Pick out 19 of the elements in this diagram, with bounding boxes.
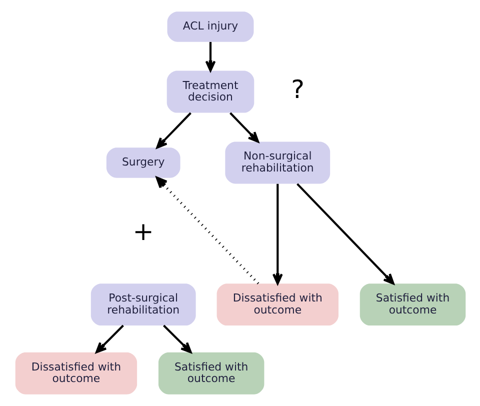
- arrow: [272, 184, 282, 285]
- arrow: [229, 112, 259, 143]
- node-box: Post-surgical rehabilitation: [90, 284, 196, 326]
- node-box: Dissatisfied with outcome: [14, 352, 137, 394]
- label: +: [132, 216, 154, 246]
- arrow: [156, 112, 191, 149]
- arrow: [162, 324, 192, 354]
- node-box: Satisfied with outcome: [158, 352, 264, 394]
- node-box: Surgery: [106, 148, 180, 178]
- arrow: [204, 42, 216, 72]
- label: ?: [290, 75, 304, 104]
- arrow: [296, 183, 394, 285]
- node-box: Dissatisfied with outcome: [216, 284, 338, 326]
- node-box: Treatment decision: [166, 70, 254, 113]
- arrow: [95, 324, 124, 354]
- arrow: [155, 176, 259, 284]
- node-box: ACL injury: [166, 12, 254, 42]
- node-box: Non-surgical rehabilitation: [224, 142, 330, 184]
- node-box: Satisfied with outcome: [359, 284, 466, 326]
